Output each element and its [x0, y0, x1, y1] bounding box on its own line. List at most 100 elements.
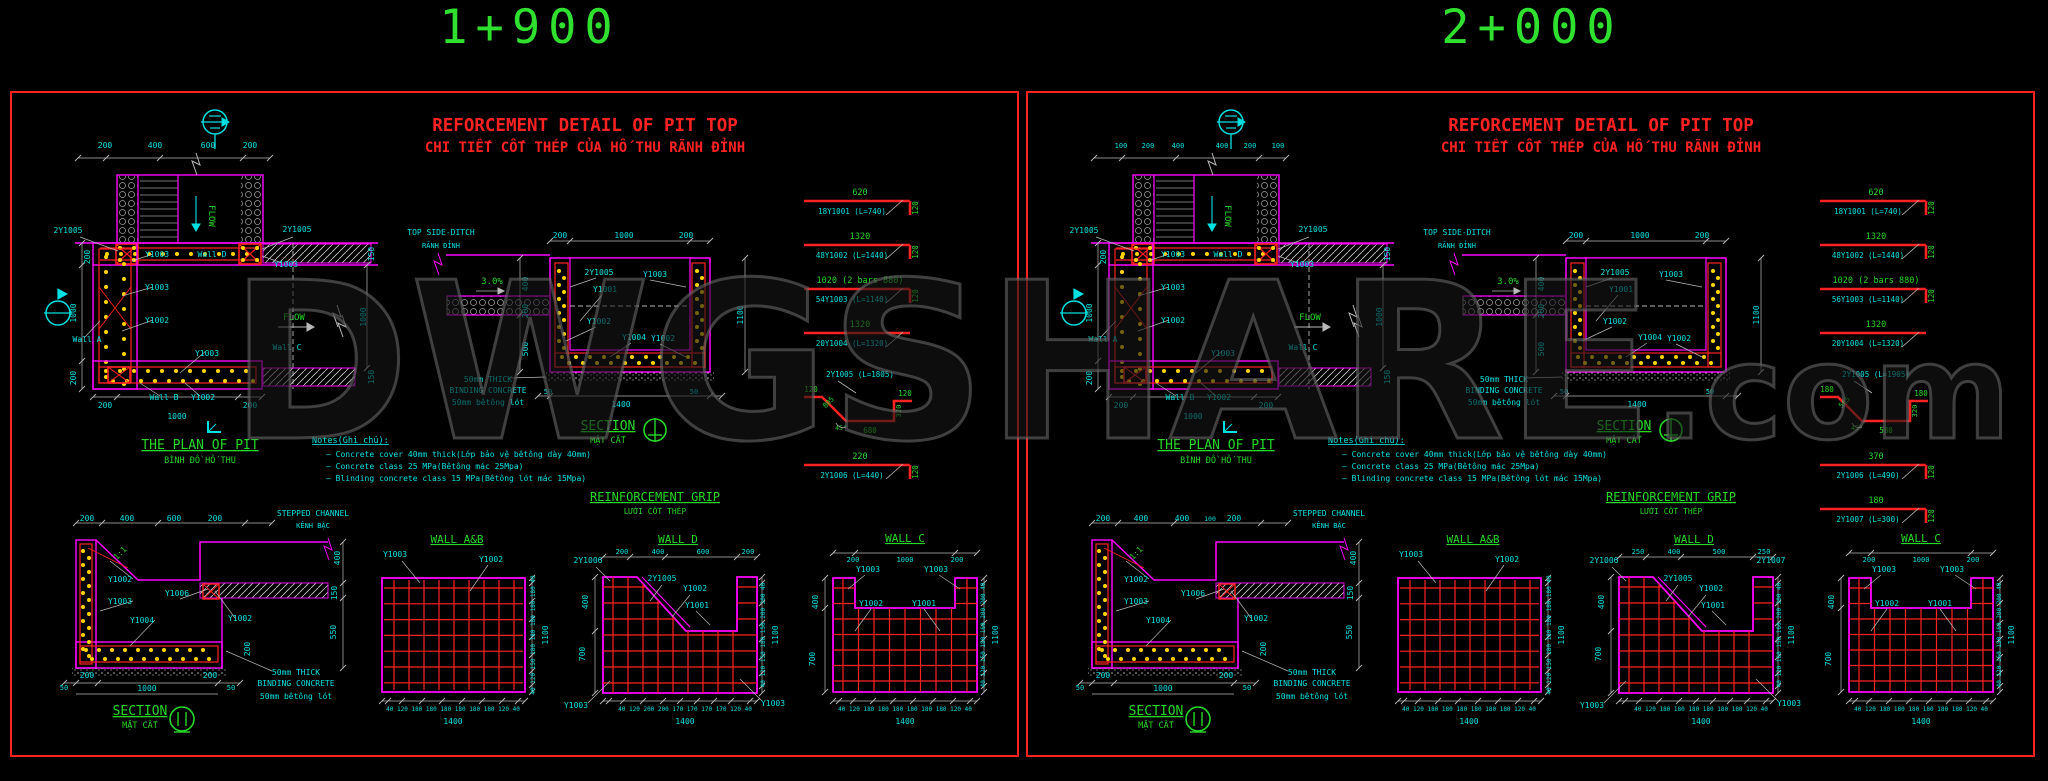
cad-text: 100 — [1115, 142, 1128, 150]
cad-text: 40 120 180 180 180 180 180 180 120 40 — [838, 706, 972, 713]
cad-text: 200 — [1695, 231, 1710, 240]
cad-text: 1000 — [614, 231, 633, 240]
cad-text: Y1006 — [1181, 589, 1205, 598]
cad-text: 2Y1007 (L=300) — [1836, 515, 1899, 524]
cad-text: 200 — [1863, 556, 1876, 564]
cad-text: 40 120 200 200 170 170 170 170 120 40 — [618, 706, 752, 713]
cad-text: 1400 — [1627, 400, 1646, 409]
cad-text: – Concrete class 25 MPa(Bêtông mác 25Mpa… — [326, 461, 523, 471]
cad-text: 200 — [1096, 671, 1111, 680]
cad-text: Y1001 — [1701, 601, 1725, 610]
section-cut-symbol-top — [201, 109, 231, 149]
cad-text: Y1003 — [1580, 701, 1604, 710]
cad-text: Y1003 — [274, 260, 298, 269]
section-view — [1449, 237, 1765, 442]
cad-text: Y1003 — [145, 250, 169, 259]
cad-text: Y1003 — [564, 701, 588, 710]
cad-text: 200 — [951, 556, 964, 564]
cad-text: Y1003 — [145, 283, 169, 292]
cad-text: Y1002 — [1161, 316, 1185, 325]
cad-text: 180 — [1868, 496, 1883, 506]
cad-text: 150 — [1383, 370, 1392, 385]
cad-text: 50mm bêtông lót — [452, 397, 524, 407]
cad-text: 200 — [679, 231, 694, 240]
cad-text: 2Y1005 — [585, 268, 614, 277]
cad-text: Wall B — [150, 393, 179, 402]
cad-text: 620 — [852, 188, 867, 198]
cad-text: 400 — [148, 141, 163, 150]
cad-text: Y1003 — [1659, 270, 1683, 279]
cad-text: 1100 — [1752, 305, 1761, 324]
cad-text: – Concrete cover 40mm thick(Lớp bảo vệ b… — [1342, 449, 1607, 459]
cad-text: 1000 — [1913, 556, 1930, 564]
cad-text: 200 — [742, 548, 755, 556]
cad-text: 40 120 180 180 180 180 180 180 120 40 — [1402, 706, 1536, 713]
cad-text: 18Y1001 (L=740) — [1834, 207, 1902, 216]
cad-text: 2Y1005 — [283, 225, 312, 234]
cad-text: 620 — [1868, 188, 1883, 198]
cad-text: 2Y1005 — [54, 226, 83, 235]
cad-text: Y1003 — [643, 270, 667, 279]
cad-text: Y1002 — [1603, 317, 1627, 326]
cad-text: MẶT CẮT — [1138, 719, 1174, 731]
cad-text: 40 120 150 180 180 180 180 180 40 — [530, 575, 537, 695]
cad-text: 50 — [60, 684, 68, 692]
cad-text: 1000 — [69, 303, 78, 322]
cad-text: 120 — [911, 465, 920, 479]
cad-text: 150 — [330, 586, 339, 601]
cad-text: 18Y1001 (L=740) — [818, 207, 886, 216]
cad-text: 500 — [1713, 548, 1726, 556]
cad-text: Wall A — [1089, 335, 1118, 344]
cad-text: 40 120 160 150 160 200 200 40 — [1996, 582, 2003, 687]
cad-text: Y1003 — [1211, 349, 1235, 358]
cad-text: 120 — [1927, 509, 1936, 523]
cad-text: Y1002 — [145, 316, 169, 325]
section-view — [433, 237, 749, 442]
cad-text: 400 — [1216, 142, 1229, 150]
cad-text: BINDING CONCRETE — [449, 386, 526, 395]
cad-text: 120 — [804, 385, 818, 394]
cad-text: – Concrete class 25 MPa(Bêtông mác 25Mpa… — [1342, 461, 1539, 471]
cad-text: 150 — [1383, 247, 1392, 262]
cad-text: Y1002 — [683, 584, 707, 593]
cad-text: REFORCEMENT DETAIL OF PIT TOP — [1448, 116, 1754, 136]
wall-grid-c — [1837, 549, 2004, 705]
cad-text: 200 — [1244, 142, 1257, 150]
cad-text: 50 — [1560, 388, 1568, 396]
wall-grid-ab — [378, 560, 536, 705]
cad-text: 40 120 150 180 160 200 200 40 — [980, 582, 987, 687]
cad-text: 120 — [898, 389, 912, 398]
cad-text: CHI TIẾT CỐT THÉP CỦA HỐ THU RÃNH ĐỈNH — [1441, 137, 1761, 156]
cad-text: 400 — [1827, 595, 1836, 610]
cad-text: 200 — [1259, 642, 1268, 657]
notes-block: Notes(Ghi chú):– Concrete cover 40mm thi… — [1328, 436, 1607, 483]
cad-text: Y1003 — [1777, 699, 1801, 708]
cad-text: 1400 — [1691, 717, 1710, 726]
cad-text: Y1001 — [1609, 285, 1633, 294]
cad-text: 3.0% — [1497, 277, 1519, 287]
cad-text: Y1004 — [1146, 616, 1170, 625]
cad-text: BÌNH ĐỒ HỐ THU — [164, 454, 236, 466]
cad-text: Y1002 — [651, 334, 675, 343]
cad-text: WALL C — [885, 532, 925, 545]
cad-text: LƯỚI CỐT THÉP — [1640, 505, 1703, 516]
cad-text: 400 — [652, 548, 665, 556]
cad-text: 200 — [521, 304, 530, 319]
cad-text: 1000 — [1375, 307, 1384, 326]
cad-text: Y1003 — [924, 565, 948, 574]
cad-text: 1020 (2 bars 880) — [1833, 276, 1920, 286]
cad-text: 50mm THICK — [272, 668, 320, 677]
cad-text: LƯỚI CỐT THÉP — [624, 505, 687, 516]
cad-text: BÌNH ĐỒ HỐ THU — [1180, 454, 1252, 466]
cad-text: 1400 — [443, 717, 462, 726]
cad-text: BINDING CONCRETE — [1273, 679, 1350, 688]
cad-text: Y1003 — [195, 349, 219, 358]
cad-text: Y1002 — [1124, 575, 1148, 584]
cad-text: 2Y1005 — [648, 574, 677, 583]
cad-text: 400 — [1668, 548, 1681, 556]
cad-text: 48Y1002 (L=1440) — [1832, 251, 1904, 260]
cad-text: 400 — [1175, 514, 1190, 523]
cad-text: STEPPED CHANNEL — [277, 509, 349, 518]
